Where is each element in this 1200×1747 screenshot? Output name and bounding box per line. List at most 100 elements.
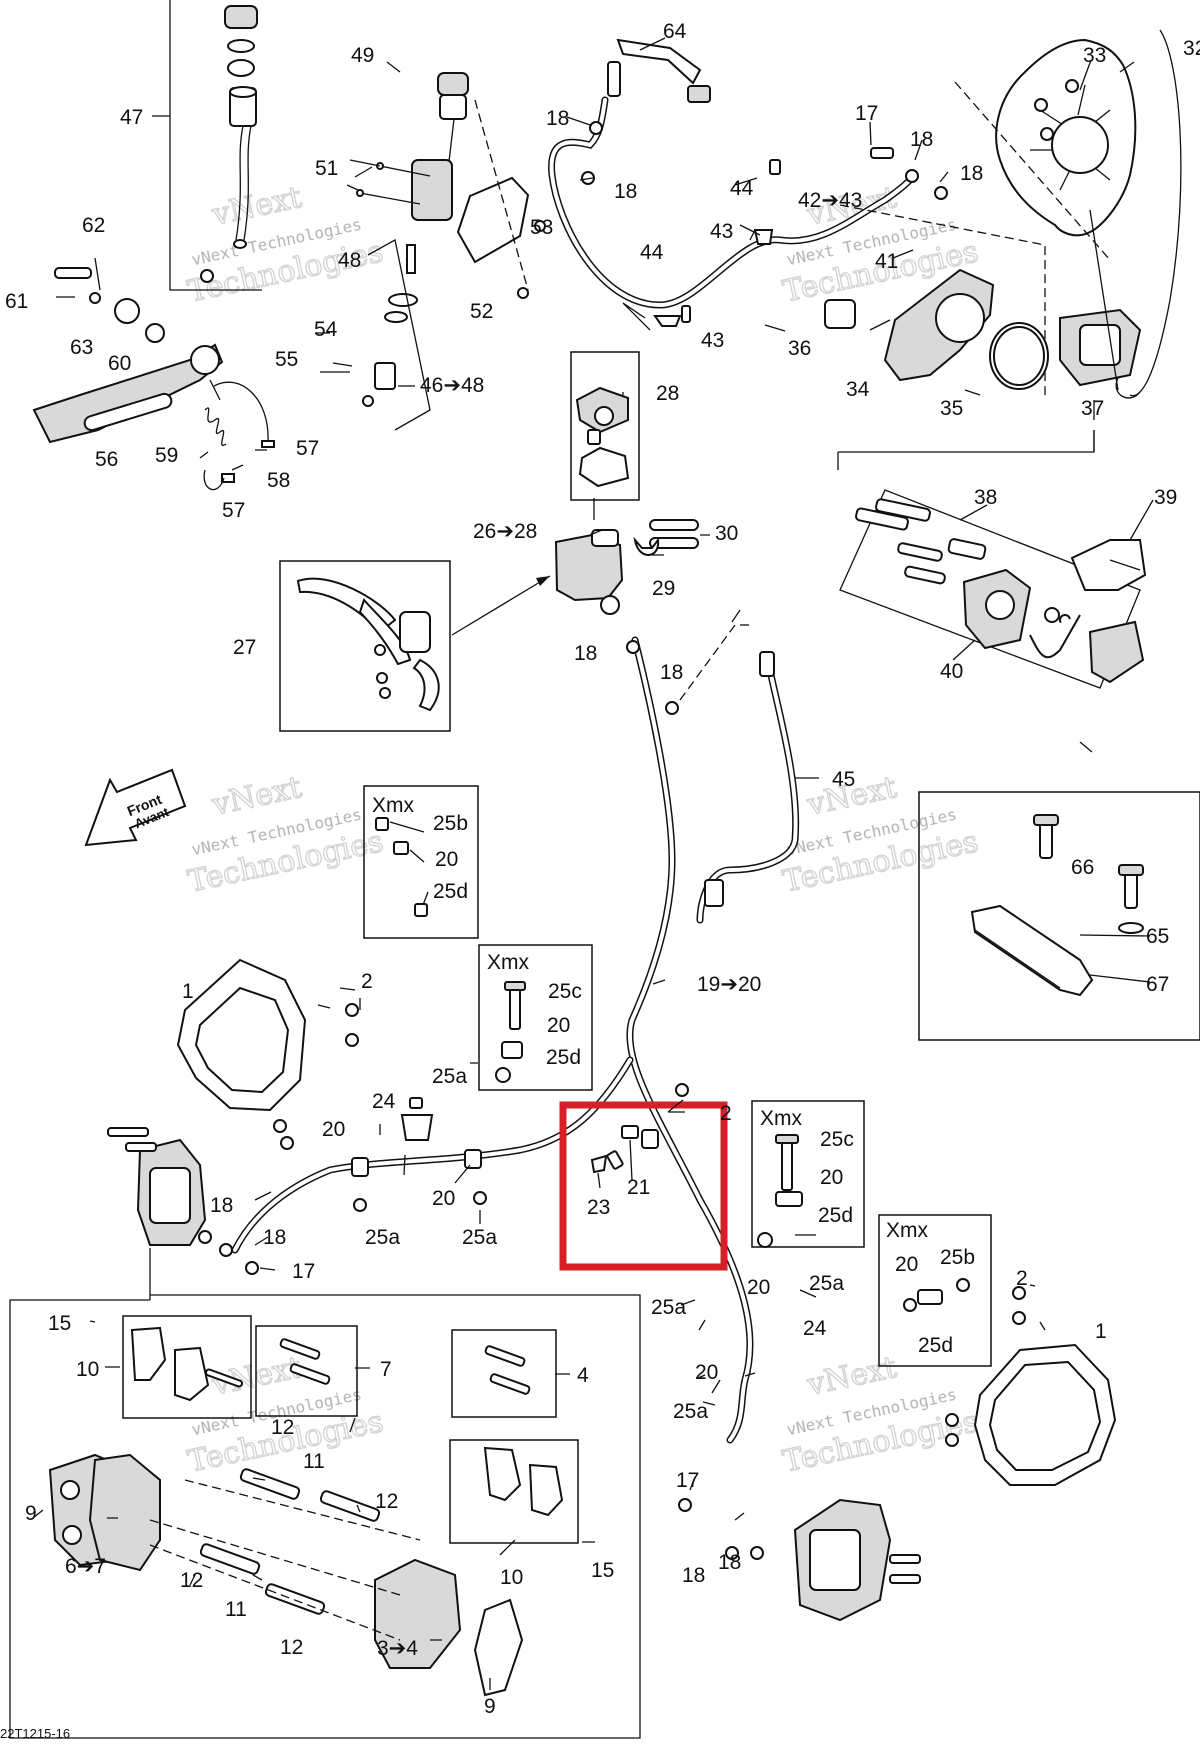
callout: 19➔20 — [697, 973, 761, 996]
callout: 42➔43 — [798, 189, 862, 212]
callout: 17 — [292, 1260, 315, 1283]
xmx-label: 25d — [433, 880, 468, 903]
front-left-caliper — [107, 1127, 259, 1300]
rear-brake-hose — [548, 38, 948, 331]
callout: 7 — [380, 1358, 392, 1381]
watermark-line1: vNext — [208, 180, 304, 233]
callout: 58 — [267, 469, 290, 492]
callout: 17 — [855, 102, 878, 125]
rear-caliper-kit — [837, 452, 1147, 689]
watermark-line1: vNext — [803, 1350, 899, 1403]
callout: 44 — [640, 241, 664, 264]
callout: 2 — [1016, 1267, 1028, 1290]
callout: 18 — [718, 1551, 741, 1574]
callout: 62 — [82, 214, 105, 237]
callout: 33 — [1083, 44, 1106, 67]
callout: 55 — [275, 348, 298, 371]
xmx-label: 20 — [895, 1253, 918, 1276]
callout: 53 — [530, 216, 553, 239]
callout: 3➔4 — [377, 1637, 418, 1660]
watermark-line1: vNext — [208, 770, 304, 823]
callout: 11 — [303, 1450, 325, 1473]
xmx-box-2: Xmx 25c 20 25d — [478, 944, 593, 1091]
xmx-label: 25b — [433, 812, 468, 835]
callout: 28 — [656, 382, 679, 405]
callout: 60 — [108, 352, 131, 375]
callout: 24 — [372, 1090, 396, 1113]
leader-lines — [32, 37, 1154, 1690]
front-direction-arrow: Front Avant — [84, 768, 187, 847]
callout: 20 — [747, 1276, 770, 1299]
callout: 10 — [76, 1358, 99, 1381]
callout: 25a — [462, 1226, 497, 1249]
callout: 48 — [338, 249, 361, 272]
callout-labels: 64 49 47 18 18 17 18 18 33 32 51 44 42➔4… — [5, 20, 1200, 1718]
xmx-label: 25c — [820, 1128, 854, 1151]
xmx-title: Xmx — [487, 951, 530, 974]
xmx-title: Xmx — [372, 794, 415, 817]
callout: 25a — [651, 1296, 686, 1319]
xmx-label: 25d — [818, 1204, 853, 1227]
callout: 20 — [322, 1118, 345, 1141]
callout: 43 — [701, 329, 724, 352]
callout: 15 — [48, 1312, 71, 1335]
callout: 9 — [484, 1695, 496, 1718]
callout: 2 — [720, 1102, 732, 1125]
callout: 25a — [809, 1272, 844, 1295]
left-gasket — [176, 958, 689, 1212]
xmx-label: 25b — [940, 1246, 975, 1269]
callout: 40 — [940, 660, 963, 683]
callout: 47 — [120, 106, 143, 129]
xmx-label: 20 — [820, 1166, 843, 1189]
xmx-label: 25d — [918, 1334, 953, 1357]
callout: 56 — [95, 448, 118, 471]
rear-brake-disc-caliper — [824, 29, 1182, 453]
callout: 37 — [1081, 397, 1104, 420]
callout: 67 — [1146, 973, 1169, 996]
front-brake-hoses — [231, 609, 800, 1444]
callout: 15 — [591, 1559, 614, 1582]
callout: 27 — [233, 636, 256, 659]
rear-master-cylinder-assembly — [32, 0, 546, 491]
callout: 34 — [846, 378, 870, 401]
callout: 57 — [222, 499, 245, 522]
callout: 12 — [280, 1636, 303, 1659]
front-caliper-kits — [9, 1294, 641, 1739]
callout: 57 — [296, 437, 319, 460]
callout: 4 — [577, 1364, 589, 1387]
callout: 26➔28 — [473, 520, 537, 543]
callout: 45 — [832, 768, 855, 791]
callout: 32 — [1183, 37, 1200, 60]
callout: 18 — [210, 1194, 233, 1217]
callout: 18 — [546, 107, 569, 130]
xmx-label: 20 — [547, 1014, 570, 1037]
callout: 11 — [225, 1598, 247, 1621]
callout: 25a — [432, 1065, 467, 1088]
callout: 2 — [361, 970, 373, 993]
xmx-title: Xmx — [886, 1219, 929, 1242]
callout: 44 — [730, 177, 754, 200]
callout: 20 — [432, 1187, 455, 1210]
callout: 51 — [315, 157, 338, 180]
callout: 61 — [5, 290, 28, 313]
callout: 29 — [652, 577, 675, 600]
callout: 25a — [673, 1400, 708, 1423]
callout: 12 — [271, 1416, 294, 1439]
xmx-box-3: Xmx 25c 20 25d — [751, 1100, 865, 1248]
callout: 12 — [375, 1490, 398, 1513]
front-right-caliper — [678, 1498, 921, 1622]
callout: 43 — [710, 220, 733, 243]
right-gasket — [945, 1286, 1117, 1486]
callout: 59 — [155, 444, 178, 467]
callout: 25a — [365, 1226, 400, 1249]
callout: 18 — [263, 1226, 286, 1249]
callout: 63 — [70, 336, 93, 359]
callout: 30 — [715, 522, 738, 545]
callout: 54 — [314, 318, 338, 341]
xmx-box-4: Xmx 20 25b 25d — [878, 1214, 992, 1367]
callout: 6➔7 — [65, 1555, 106, 1578]
callout: 1 — [182, 980, 194, 1003]
callout: 18 — [960, 162, 983, 185]
drawing-id: 22T1215-16 — [0, 1726, 70, 1741]
